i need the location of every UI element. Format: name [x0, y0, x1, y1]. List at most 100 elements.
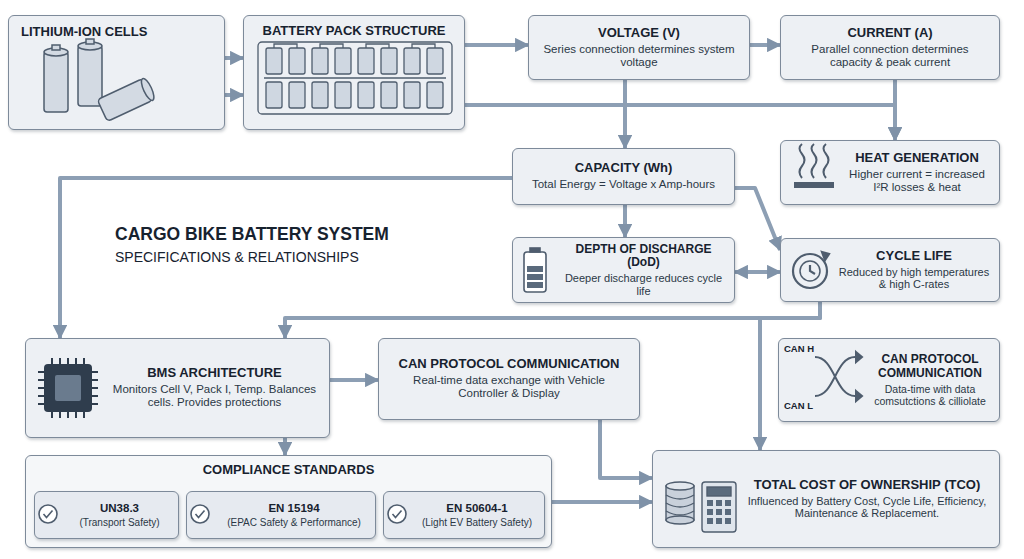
heat-wave	[800, 144, 805, 178]
standard-box: UN38.3(Transport Safety)	[34, 491, 179, 539]
pack-cell	[335, 82, 351, 108]
flow-arrow	[623, 205, 627, 237]
cell-cap	[139, 77, 156, 102]
node-heading: EN 50604-1	[414, 502, 540, 515]
calculator-key	[716, 509, 722, 515]
cell-body	[97, 79, 152, 122]
pack-cell	[404, 82, 420, 108]
heat-wave	[824, 144, 829, 178]
check-mark	[196, 511, 205, 518]
heat-plate	[795, 183, 833, 187]
coin-stack	[666, 486, 694, 520]
pack-cell	[381, 82, 397, 108]
node-body: Monitors Cell V, Pack I, Temp. Balances …	[110, 383, 319, 409]
pack-cell	[266, 48, 282, 74]
dod-box: DEPTH OF DISCHARGE (DoD)Deeper discharge…	[512, 237, 735, 303]
node-heading: TOTAL COST OF OWNERSHIP (TCO)	[745, 478, 989, 493]
can-wire	[815, 357, 855, 396]
pack-cell	[381, 48, 397, 74]
node-heading: CYCLE LIFE	[837, 249, 991, 264]
cycle-icon	[793, 252, 829, 288]
node-heading: CAN PROTOCOL COMMUNICATION	[867, 353, 993, 381]
calculator-key	[707, 500, 713, 506]
node-body: (Light EV Battery Safety)	[414, 517, 540, 529]
calculator-key	[716, 518, 722, 524]
flow-arrow	[552, 500, 652, 504]
node-body: Influenced by Battery Cost, Cycle Life, …	[745, 495, 989, 520]
node-heading: VOLTAGE (V)	[539, 26, 739, 41]
battery-outline	[524, 252, 546, 292]
calculator-key	[725, 500, 731, 506]
standard-box: EN 50604-1 (Light EV Battery Safety)	[383, 491, 545, 539]
node-body: Series connection determines system volt…	[539, 43, 739, 69]
node-body: Higher current = increased I²R losses & …	[843, 168, 991, 194]
pack-icon	[258, 42, 452, 114]
cell-terminal	[52, 45, 60, 50]
flow-arrow	[330, 378, 378, 382]
cell-body	[44, 52, 68, 112]
calculator-body	[702, 482, 736, 532]
calculator-key	[707, 518, 713, 524]
calculator-key	[725, 518, 731, 524]
bms-box: BMS ARCHITECTURE Monitors Cell V, Pack I,…	[25, 338, 330, 438]
pack-cell	[289, 82, 305, 108]
node-heading: COMPLIANCE STANDARDS	[32, 463, 545, 478]
voltage-box: VOLTAGE (V) Series connection determines …	[528, 15, 750, 80]
flow-arrow	[225, 56, 243, 60]
flow-arrow	[465, 43, 528, 47]
cells-box: LITHIUM-ION CELLS	[8, 15, 225, 130]
heat-wave	[812, 144, 817, 178]
cell-cap	[78, 42, 102, 50]
pack-cell	[312, 48, 328, 74]
clock-face	[800, 261, 820, 281]
calculator-key	[725, 509, 731, 515]
node-body: (Transport Safety)	[65, 517, 174, 529]
flow-arrow	[623, 80, 627, 148]
cycle-ring	[793, 254, 827, 288]
clock-hands	[810, 265, 815, 274]
capacity-box: CAPACITY (Wh)Total Energy = Voltage x Am…	[512, 148, 735, 205]
flow-arrow	[600, 420, 652, 478]
flow-arrow	[735, 270, 780, 274]
heat-box: HEAT GENERATIONHigher current = increase…	[780, 140, 1000, 205]
check-icons	[39, 505, 406, 523]
pack-cell	[289, 48, 305, 74]
battery-terminal	[530, 248, 540, 252]
check-circle	[388, 505, 406, 523]
cycle-arrowhead	[822, 252, 829, 260]
flow-arrow	[893, 80, 897, 140]
check-mark	[44, 511, 53, 518]
cell-terminal	[86, 39, 94, 44]
node-body: Parallel connection determines capacity …	[791, 43, 989, 69]
cell-body	[78, 46, 102, 106]
pack-cell	[404, 48, 420, 74]
pack-cell	[358, 82, 374, 108]
cell-tilted	[97, 77, 156, 122]
pack-cell	[335, 48, 351, 74]
cells-icon	[44, 39, 156, 121]
tco-box: TOTAL COST OF OWNERSHIP (TCO) Influenced …	[652, 450, 1000, 548]
node-heading: DEPTH OF DISCHARGE (DoD)	[559, 243, 728, 271]
can-arrowhead	[856, 352, 862, 362]
battery-level-icon	[524, 248, 546, 292]
pack-cell	[358, 48, 374, 74]
can-wire	[815, 357, 855, 396]
cost-icon	[666, 482, 736, 532]
node-heading: BMS ARCHITECTURE	[110, 366, 319, 381]
battery-level	[527, 274, 543, 280]
battery-level	[527, 282, 543, 288]
pack-cell	[427, 82, 443, 108]
pack-frame	[258, 42, 452, 114]
battery-level	[527, 266, 543, 272]
chip-pins	[38, 358, 98, 418]
check-circle	[39, 505, 57, 523]
can-protocol-box: CAN PROTOCOL COMMUNICATIONData-time with…	[778, 338, 1000, 422]
diagram-title: CARGO BIKE BATTERY SYSTEM	[115, 224, 389, 245]
coin	[666, 516, 694, 524]
calculator-key	[707, 509, 713, 515]
flow-arrow	[285, 302, 820, 338]
pack-box: BATTERY PACK STRUCTURE	[243, 15, 465, 130]
node-heading: CURRENT (A)	[791, 26, 989, 41]
node-heading: EN 15194	[217, 502, 371, 515]
